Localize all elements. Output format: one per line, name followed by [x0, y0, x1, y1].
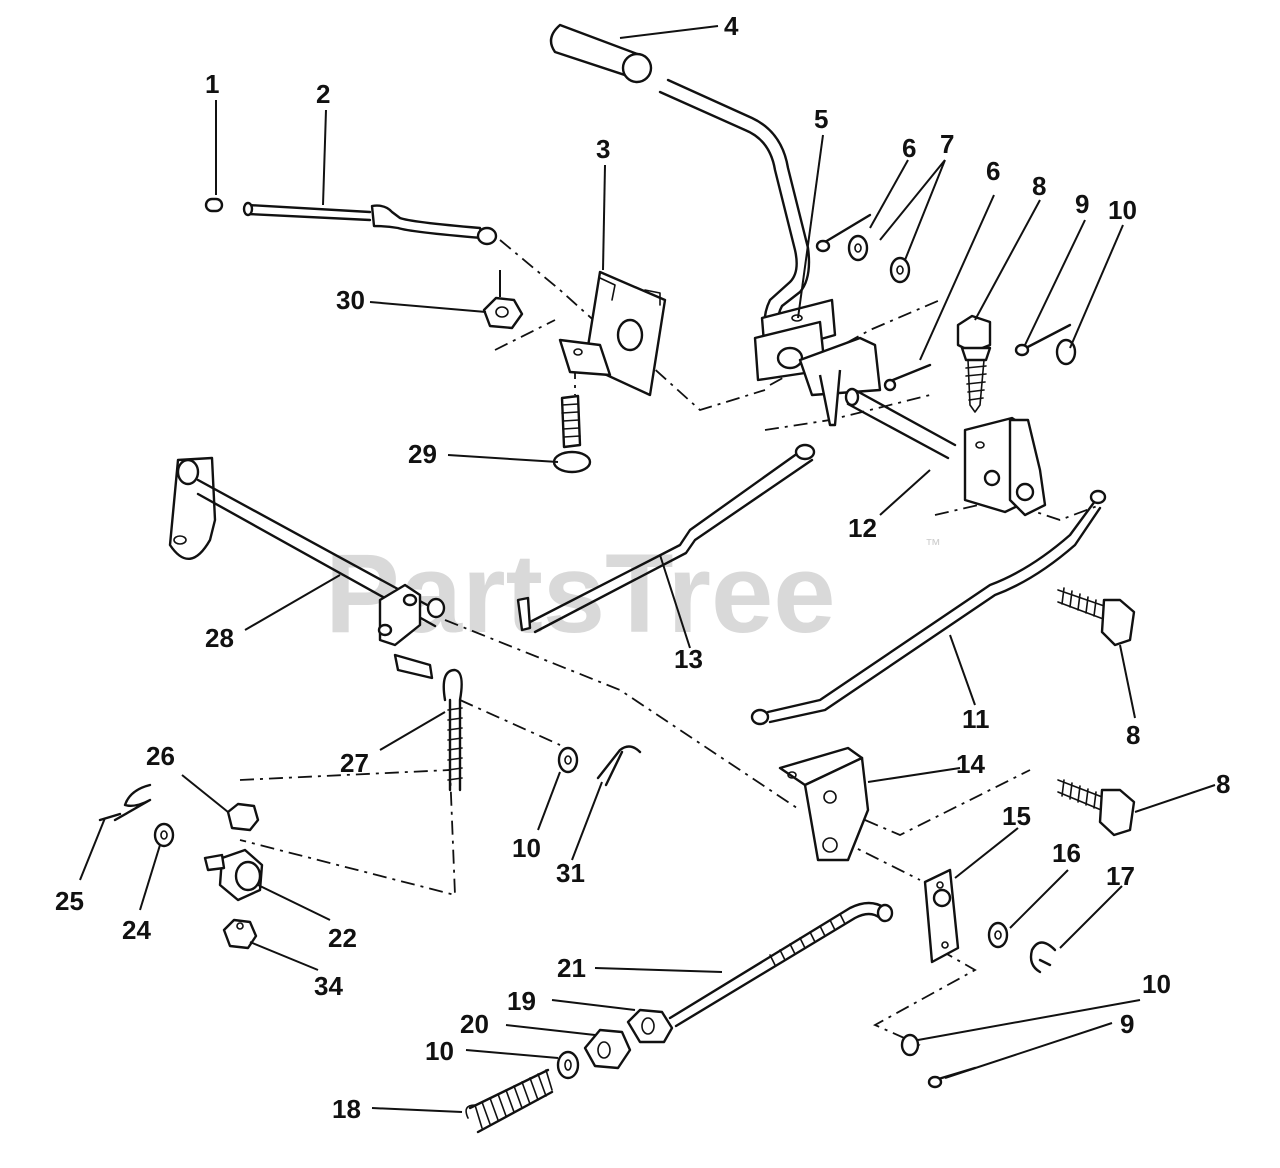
label-10b: 10	[512, 833, 541, 863]
label-12: 12	[848, 513, 877, 543]
label-28: 28	[205, 623, 234, 653]
label-20: 20	[460, 1009, 489, 1039]
label-25: 25	[55, 886, 84, 916]
part-3-bracket	[558, 270, 667, 397]
label-1: 1	[205, 69, 219, 99]
leader-lines	[79, 25, 1216, 1113]
label-18: 18	[332, 1094, 361, 1124]
label-34: 34	[314, 971, 343, 1001]
part-10-washer-stack	[556, 1050, 580, 1080]
part-21-threaded-rod	[668, 901, 894, 1028]
part-9-cotter-pin-upper	[1014, 323, 1072, 357]
label-10c: 10	[425, 1036, 454, 1066]
part-16-washer	[987, 921, 1009, 949]
label-17: 17	[1106, 861, 1135, 891]
part-11-rod	[750, 489, 1107, 726]
part-29-carriage-bolt	[552, 394, 592, 474]
part-27-hook-bolt	[442, 668, 463, 792]
label-21: 21	[557, 953, 586, 983]
label-31: 31	[556, 858, 585, 888]
label-11: 11	[962, 704, 990, 734]
watermark-trademark: ™	[925, 537, 941, 554]
part-17-e-clip	[1029, 941, 1057, 974]
label-7: 7	[940, 129, 954, 159]
label-8a: 8	[1032, 171, 1046, 201]
label-8b: 8	[1126, 720, 1140, 750]
part-19-nut	[626, 1008, 674, 1044]
label-19: 19	[507, 986, 536, 1016]
part-12-shaft-mount	[844, 387, 1047, 517]
label-10a: 10	[1108, 195, 1137, 225]
part-13-rod	[516, 443, 816, 634]
part-22-swivel	[203, 848, 264, 902]
part-5-pivot-bracket	[753, 298, 882, 427]
part-8-bolt-upper	[956, 314, 992, 413]
label-16: 16	[1052, 838, 1081, 868]
part-number-labels: 1 2 3 4 5 6 7 6 8 9 10 30 29 12 13 11 28…	[55, 11, 1230, 1124]
label-22: 22	[328, 923, 357, 953]
part-6-cotter-pin-upper	[815, 213, 872, 253]
part-2-rod	[242, 201, 498, 246]
label-6b: 6	[986, 156, 1000, 186]
part-6-cotter-pin-lower	[883, 363, 932, 392]
label-30: 30	[336, 285, 365, 315]
label-24: 24	[122, 915, 151, 945]
part-10-washer-lower	[900, 1033, 920, 1057]
part-26-nut	[226, 802, 260, 832]
label-9a: 9	[1075, 189, 1089, 219]
part-7-washers	[847, 234, 911, 284]
part-31-hairpin	[596, 745, 642, 787]
part-20-nut	[583, 1028, 632, 1070]
part-14-bracket	[778, 746, 870, 862]
part-4-lever-handle	[549, 23, 811, 347]
label-26: 26	[146, 741, 175, 771]
part-25-hairpin	[98, 783, 152, 822]
part-18-spring	[465, 1068, 554, 1134]
part-15-plate	[923, 868, 960, 964]
part-34-nut	[222, 918, 258, 950]
label-13: 13	[674, 644, 703, 674]
label-5: 5	[814, 104, 828, 134]
label-10d: 10	[1142, 969, 1171, 999]
label-15: 15	[1002, 801, 1031, 831]
part-8-bolt-middle	[1057, 587, 1136, 647]
part-10-washer-middle	[557, 746, 579, 774]
part-24-washer	[153, 822, 175, 848]
label-9b: 9	[1120, 1009, 1134, 1039]
label-2: 2	[316, 79, 330, 109]
part-1-pin	[204, 197, 224, 213]
part-28-cross-shaft	[168, 456, 446, 680]
label-8c: 8	[1216, 769, 1230, 799]
label-29: 29	[408, 439, 437, 469]
label-14: 14	[956, 749, 985, 779]
part-30-nut	[482, 270, 524, 330]
label-27: 27	[340, 748, 369, 778]
part-8-bolt-lower	[1057, 779, 1136, 837]
label-4: 4	[724, 11, 739, 41]
label-3: 3	[596, 134, 610, 164]
label-6a: 6	[902, 133, 916, 163]
